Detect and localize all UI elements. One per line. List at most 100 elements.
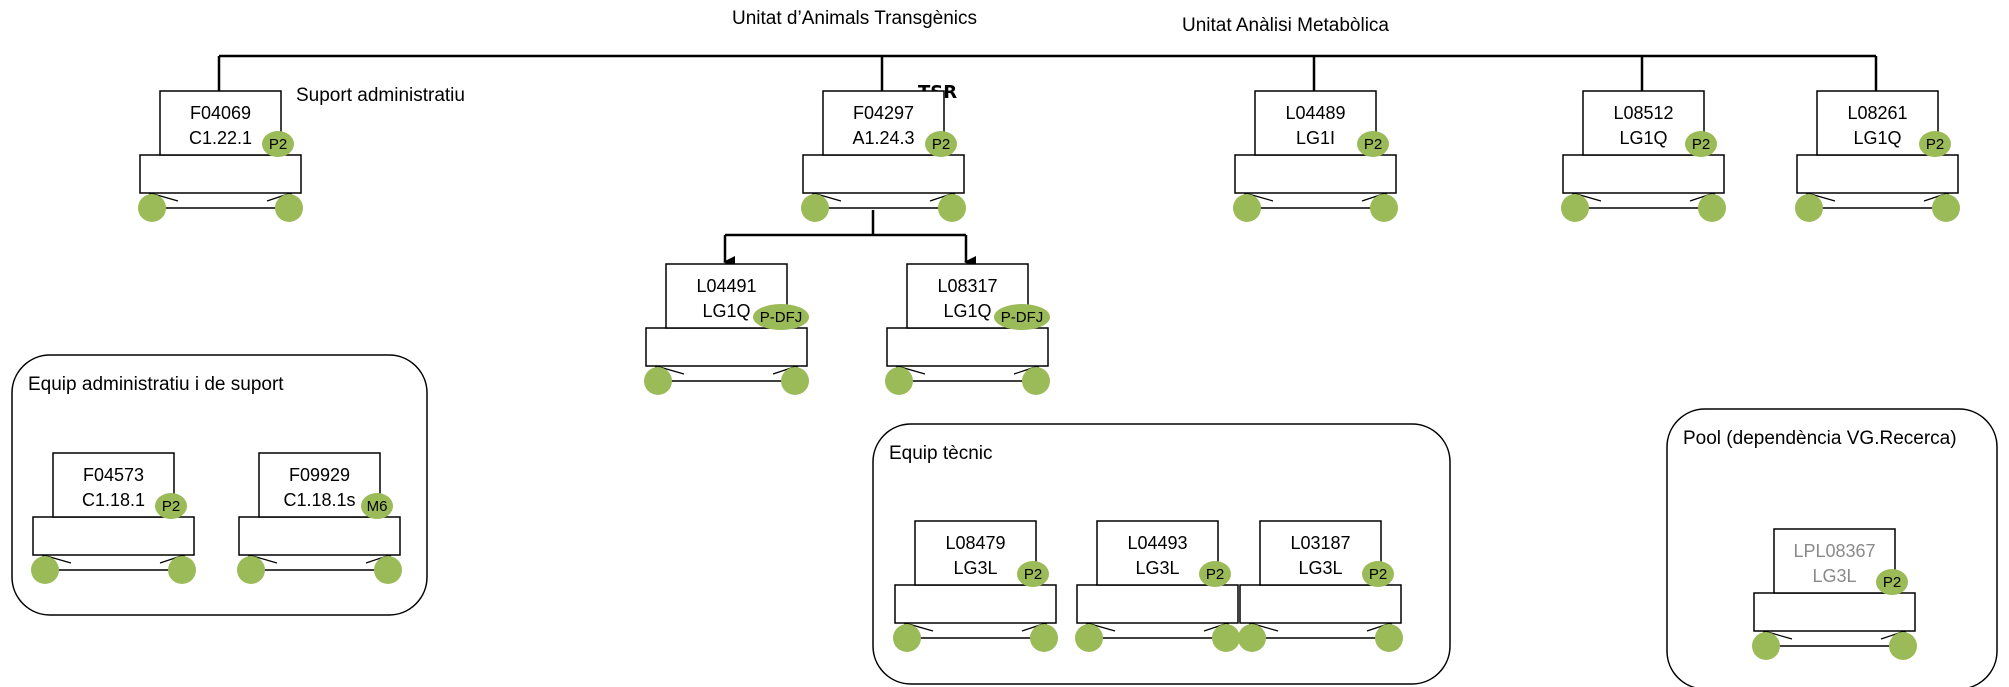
node-badge	[1357, 131, 1389, 157]
node-badge	[1017, 561, 1049, 587]
node-level: LG1Q	[943, 301, 991, 321]
node-wheel-left	[1752, 632, 1780, 660]
group-admin-team	[11, 354, 428, 616]
node-code: L04489	[1285, 103, 1345, 123]
node-code: L08479	[945, 533, 1005, 553]
node-badge-label: P2	[1024, 566, 1042, 583]
node-badge	[753, 304, 809, 330]
label-unitat-analisi: Unitat Anàlisi Metabòlica	[1182, 15, 1389, 36]
node-wheel-left	[1233, 194, 1261, 222]
node-badge-label: P2	[1692, 136, 1710, 153]
node-wheel-left	[31, 556, 59, 584]
node-wheel-left	[138, 194, 166, 222]
node-badge-label: P2	[1364, 136, 1382, 153]
node-code: F04297	[853, 103, 914, 123]
node-wheel-left	[801, 194, 829, 222]
node-code: L04491	[696, 276, 756, 296]
node-badge-label: P2	[1883, 574, 1901, 591]
node-code: L08261	[1847, 103, 1907, 123]
node-wheel-left	[1075, 624, 1103, 652]
node-wheel-left	[1561, 194, 1589, 222]
node-level: C1.18.1s	[283, 490, 355, 510]
node-base	[1562, 154, 1725, 194]
node-base	[886, 327, 1049, 367]
node-wheel-left	[1795, 194, 1823, 222]
node-code: F04573	[83, 465, 144, 485]
node-wheel-right	[1932, 194, 1960, 222]
node-code: L08512	[1613, 103, 1673, 123]
node-wheel-right	[1212, 624, 1240, 652]
node-wheel-right	[1889, 632, 1917, 660]
node-code: F04069	[190, 103, 251, 123]
node-wheel-right	[1370, 194, 1398, 222]
node-wheel-right	[374, 556, 402, 584]
node-code: F09929	[289, 465, 350, 485]
label-suport-administratiu: Suport administratiu	[296, 85, 465, 106]
node-badge-label: P2	[1206, 566, 1224, 583]
node-level: C1.18.1	[82, 490, 145, 510]
group-pool-title: Pool (dependència VG.Recerca)	[1683, 428, 1957, 449]
group-tech-team	[872, 423, 1451, 685]
group-tech-team-title: Equip tècnic	[889, 443, 993, 464]
node-wheel-right	[275, 194, 303, 222]
group-admin-team-title: Equip administratiu i de suport	[28, 374, 284, 395]
node-code: L08317	[937, 276, 997, 296]
node-wheel-left	[237, 556, 265, 584]
node-base	[1076, 584, 1239, 624]
node-box	[822, 90, 945, 156]
node-wheel-right	[1022, 367, 1050, 395]
node-wheel-right	[168, 556, 196, 584]
node-code: LPL08367	[1793, 541, 1875, 561]
node-wheel-right	[781, 367, 809, 395]
node-base	[1239, 584, 1402, 624]
node-badge-label: P2	[1369, 566, 1387, 583]
node-wheel-right	[938, 194, 966, 222]
node-badge	[155, 493, 187, 519]
node-box	[52, 452, 175, 518]
node-badge	[1919, 131, 1951, 157]
node-box	[1773, 528, 1896, 594]
node-code: L03187	[1290, 533, 1350, 553]
node-wheel-right	[1030, 624, 1058, 652]
node-wheel-left	[893, 624, 921, 652]
node-base	[1796, 154, 1959, 194]
node-badge	[1876, 569, 1908, 595]
node-base	[802, 154, 965, 194]
label-unitat-animals: Unitat d’Animals Transgènics	[732, 8, 977, 29]
node-badge-label: P-DFJ	[1001, 309, 1044, 326]
node-wheel-left	[1238, 624, 1266, 652]
node-wheel-left	[885, 367, 913, 395]
node-code: L04493	[1127, 533, 1187, 553]
node-base	[238, 516, 401, 556]
node-box	[258, 452, 381, 518]
node-badge-label: P2	[1926, 136, 1944, 153]
node-base	[645, 327, 808, 367]
node-level: LG1Q	[702, 301, 750, 321]
node-badge	[925, 131, 957, 157]
node-level: LG1Q	[1853, 128, 1901, 148]
node-box	[1259, 520, 1382, 586]
node-badge	[1199, 561, 1231, 587]
node-base	[32, 516, 195, 556]
node-base	[139, 154, 302, 194]
node-badge	[262, 131, 294, 157]
node-badge-label: P2	[269, 136, 287, 153]
node-box	[1254, 90, 1377, 156]
node-wheel-left	[644, 367, 672, 395]
node-base	[1753, 592, 1916, 632]
